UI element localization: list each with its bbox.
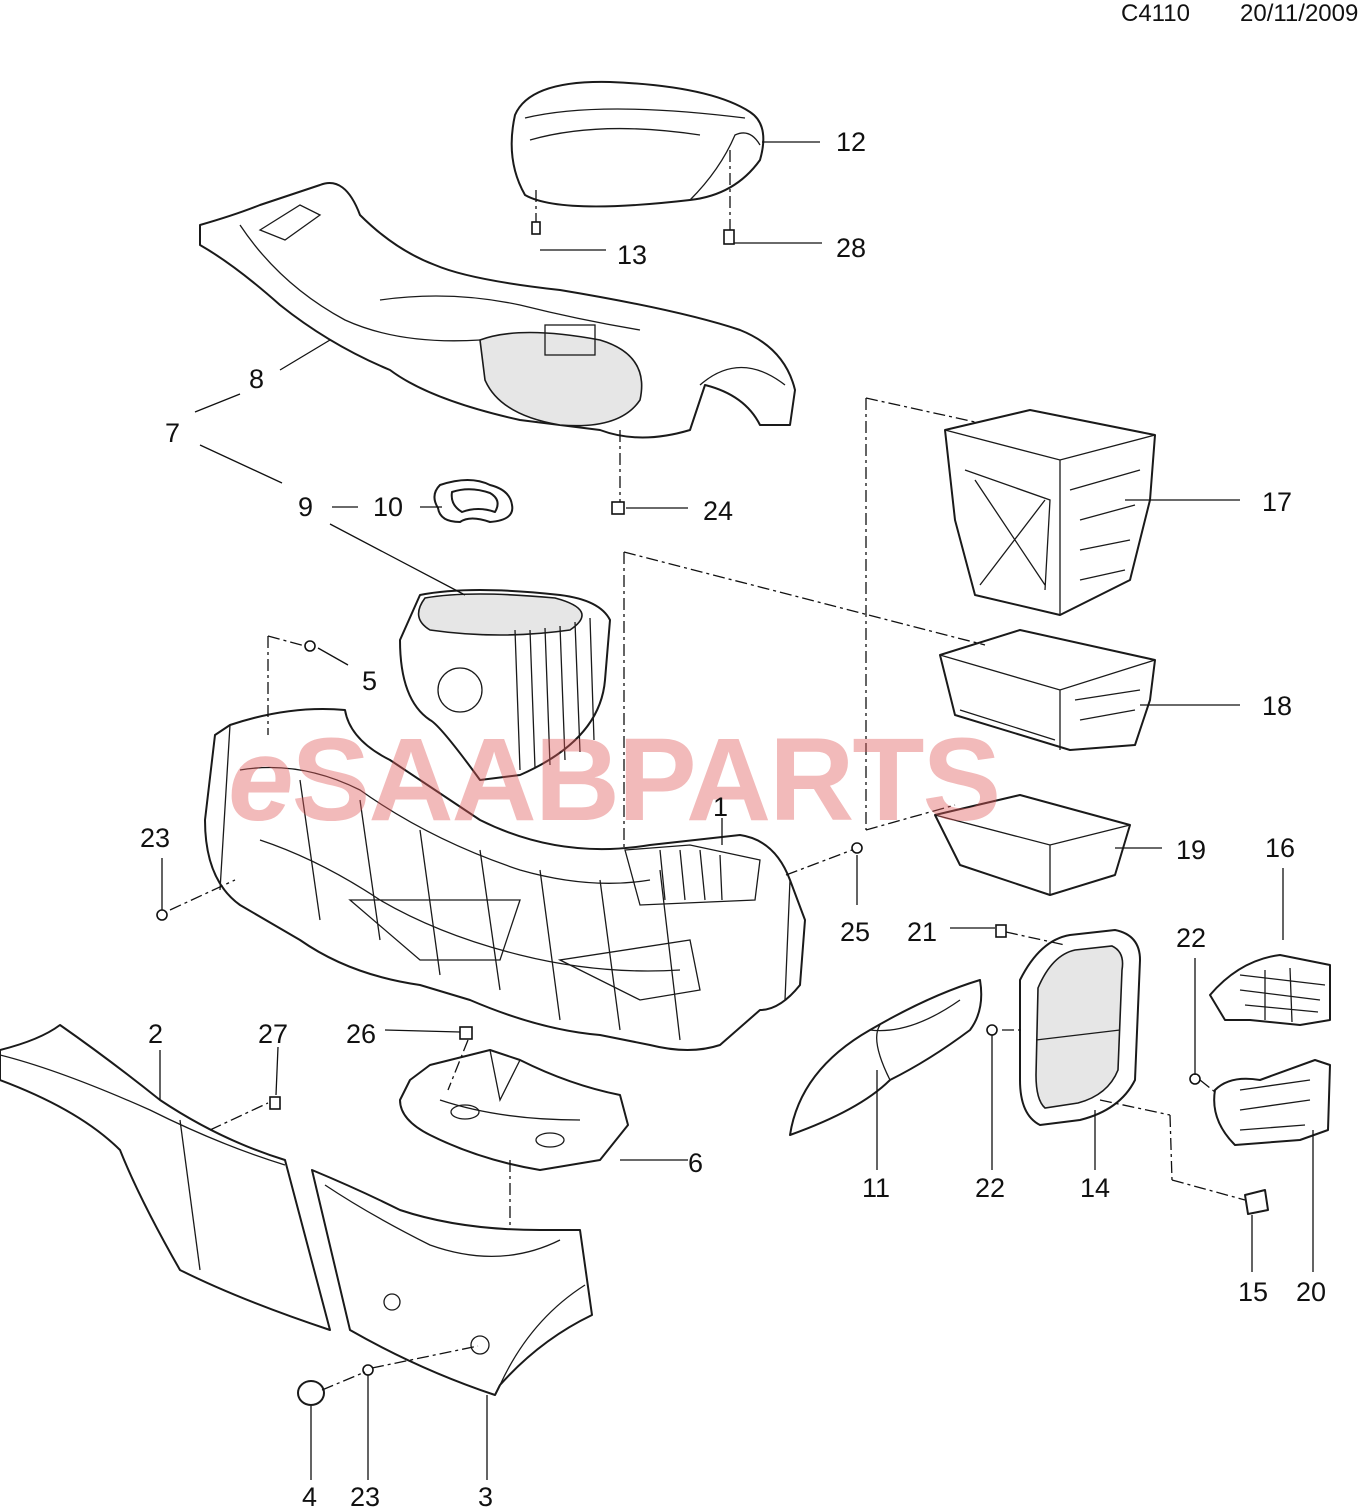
callout-22b[interactable]: 22	[975, 1173, 1006, 1203]
callout-14[interactable]: 14	[1080, 1173, 1111, 1203]
upper-console-trim-part-8	[199, 182, 796, 439]
callout-12[interactable]: 12	[836, 127, 867, 157]
callout-5[interactable]: 5	[362, 666, 378, 696]
callout-24[interactable]: 24	[703, 496, 734, 526]
callout-6[interactable]: 6	[688, 1148, 704, 1178]
lower-bracket-part-6	[399, 1049, 629, 1171]
callout-18[interactable]: 18	[1262, 691, 1293, 721]
watermark-prefix: e	[228, 714, 294, 846]
callout-2[interactable]: 2	[148, 1019, 164, 1049]
callout-23b[interactable]: 23	[350, 1482, 381, 1512]
vent-housing-part-20	[1213, 1059, 1331, 1146]
tray-part-19	[934, 794, 1131, 896]
storage-bin-part-18	[939, 629, 1156, 751]
callout-20[interactable]: 20	[1296, 1277, 1327, 1307]
callout-7[interactable]: 7	[165, 418, 181, 448]
diagram-date: 20/11/2009	[1240, 0, 1359, 27]
right-side-panel-part-3	[311, 1169, 593, 1396]
callout-10[interactable]: 10	[373, 492, 404, 522]
watermark-logo: eSAABPARTS	[228, 712, 1001, 848]
callout-23a[interactable]: 23	[140, 823, 171, 853]
storage-module-part-9	[399, 589, 611, 781]
diagram-code: C4110	[1121, 0, 1190, 27]
callout-1[interactable]: 1	[713, 792, 729, 822]
callout-25[interactable]: 25	[840, 917, 871, 947]
callout-15[interactable]: 15	[1238, 1277, 1269, 1307]
callout-8[interactable]: 8	[249, 364, 265, 394]
cap-part-4	[297, 1380, 325, 1406]
clip-part-15	[1244, 1189, 1269, 1215]
air-vent-part-16	[1209, 954, 1331, 1026]
callout-4[interactable]: 4	[302, 1482, 318, 1512]
console-frame-part-1	[204, 708, 806, 1051]
callout-3[interactable]: 3	[478, 1482, 494, 1512]
hardware-fasteners	[156, 221, 1201, 1376]
gasket-part-10	[433, 479, 514, 523]
callout-9[interactable]: 9	[298, 492, 314, 522]
bezel-frame-part-14	[1019, 929, 1141, 1126]
callout-13[interactable]: 13	[617, 240, 648, 270]
trim-cover-part-11	[789, 979, 983, 1136]
watermark-mid: SAAB	[291, 714, 620, 846]
callout-27[interactable]: 27	[258, 1019, 289, 1049]
callout-22a[interactable]: 22	[1176, 923, 1207, 953]
watermark-suffix: PARTS	[618, 714, 1001, 846]
callout-17[interactable]: 17	[1262, 487, 1293, 517]
callout-16[interactable]: 16	[1265, 833, 1296, 863]
callout-26[interactable]: 26	[346, 1019, 377, 1049]
assembly-lines	[169, 150, 1246, 1391]
callout-28[interactable]: 28	[836, 233, 867, 263]
left-side-panel-part-2	[0, 1024, 331, 1331]
armrest-lid-part-12	[510, 80, 765, 208]
leader-lines	[159, 141, 1314, 1480]
storage-bin-part-17	[944, 409, 1156, 616]
callout-11[interactable]: 11	[862, 1173, 891, 1203]
callout-21[interactable]: 21	[907, 917, 938, 947]
callout-19[interactable]: 19	[1176, 835, 1207, 865]
